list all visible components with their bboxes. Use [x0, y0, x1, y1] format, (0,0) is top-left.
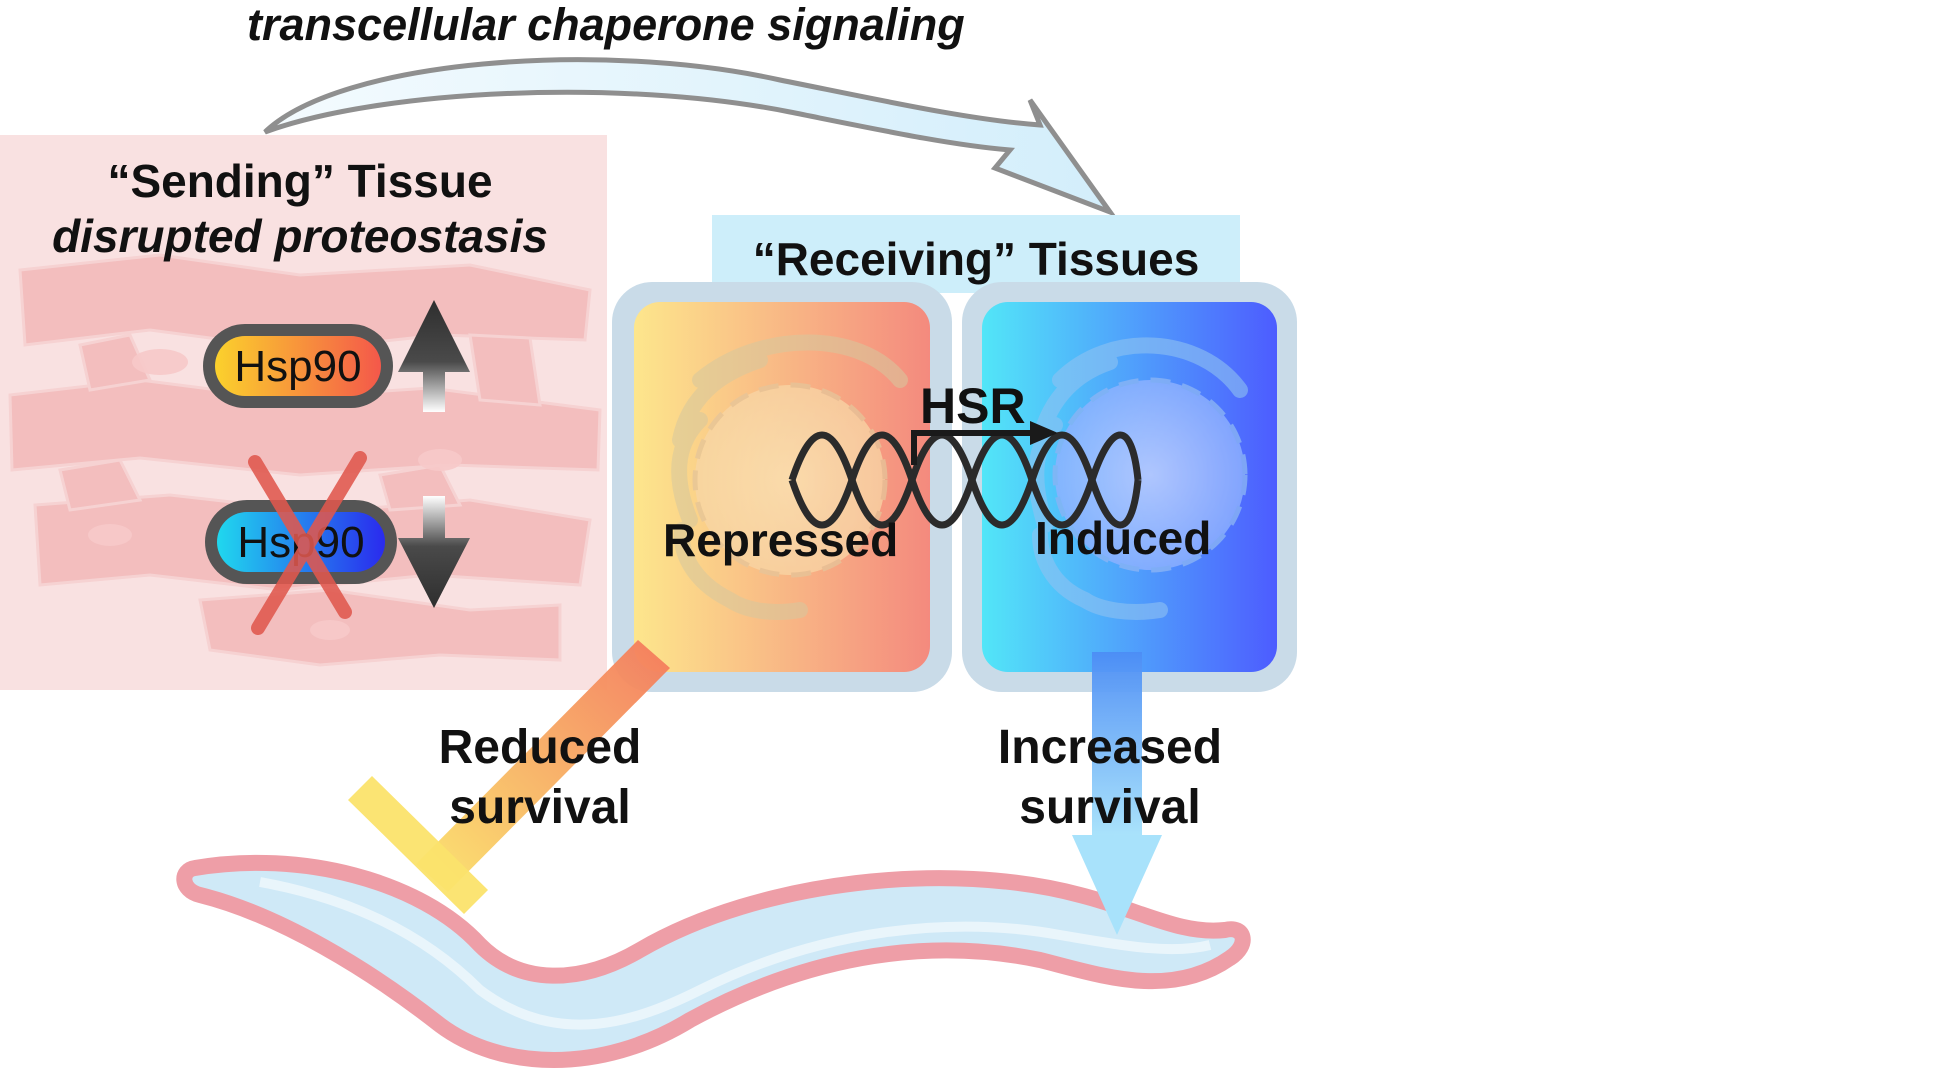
receiving-banner [712, 215, 1240, 293]
reduced-survival-line1: Reduced [439, 721, 642, 774]
dna-helix-icon [788, 431, 1142, 529]
increased-survival-line1: Increased [998, 721, 1222, 774]
up-arrow-icon [398, 300, 470, 412]
sending-title: “Sending” Tissue [107, 155, 492, 207]
worm-illustration [176, 854, 1251, 1068]
knockout-cross-icon [248, 451, 367, 635]
sending-subtitle: disrupted proteostasis [52, 210, 548, 262]
sending-tissue-panel [0, 135, 607, 690]
hsp90-up-label: Hsp90 [234, 342, 361, 391]
repressed-label: Repressed [663, 514, 898, 566]
reduced-survival-line2: survival [449, 781, 630, 834]
transcellular-arrow [263, 57, 1117, 218]
increased-survival-line2: survival [1019, 781, 1200, 834]
induced-label: Induced [1035, 512, 1211, 564]
hsr-label: HSR [920, 378, 1026, 434]
signal-label: transcellular chaperone signaling [247, 0, 965, 50]
induced-cell [962, 282, 1297, 692]
down-arrow-icon [398, 496, 470, 608]
inhibition-arrow [348, 640, 670, 914]
transcription-arrow-icon [911, 430, 1040, 465]
hsp90-up-pill: Hsp90 [203, 324, 393, 408]
repressed-cell [612, 282, 952, 692]
receiving-title: “Receiving” Tissues [753, 233, 1200, 285]
survival-increase-arrow [1072, 652, 1162, 935]
